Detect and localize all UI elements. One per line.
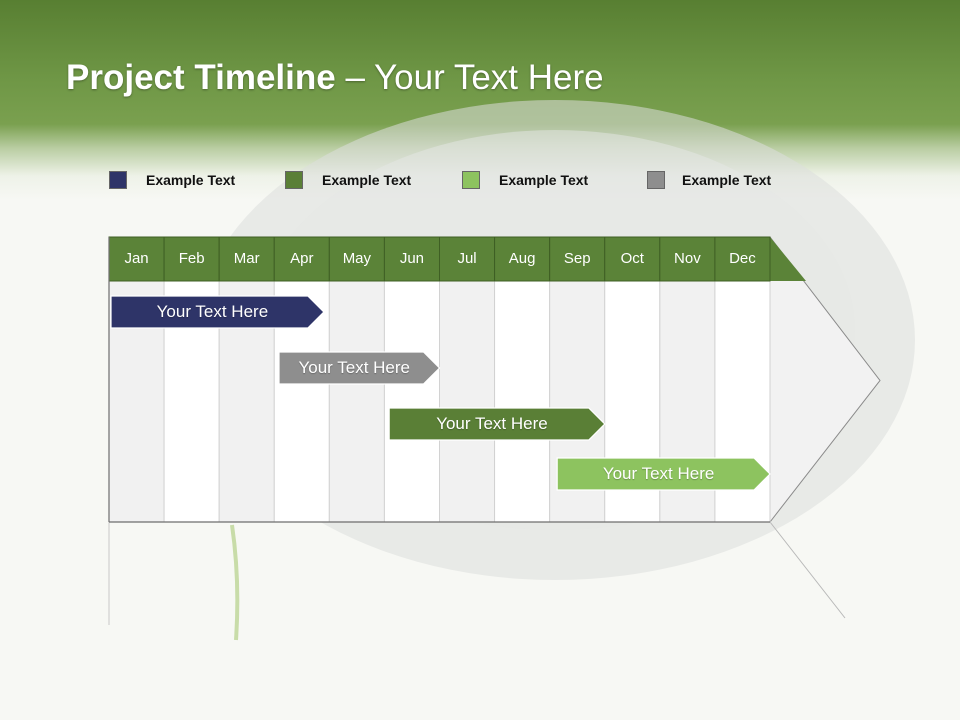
legend-swatch-2 — [285, 171, 303, 189]
timeline-bar-label-3: Your Text Here — [436, 414, 548, 433]
month-label-aug: Aug — [508, 250, 536, 267]
title-bold: Project Timeline — [66, 58, 336, 97]
month-label-jun: Jun — [399, 250, 425, 267]
month-header-cell — [714, 236, 771, 282]
timeline-bar-2 — [278, 351, 441, 385]
legend-swatch-4 — [647, 171, 665, 189]
month-column — [439, 280, 496, 523]
month-label-sep: Sep — [563, 250, 591, 267]
month-column — [494, 280, 551, 523]
month-label-jan: Jan — [124, 250, 149, 267]
month-label-dec: Dec — [729, 250, 756, 267]
background-stem — [230, 524, 240, 641]
legend-label-3: Example Text — [499, 172, 589, 188]
month-column — [328, 280, 385, 523]
timeline-bar-label-2: Your Text Here — [298, 358, 410, 377]
timeline-bar-1 — [110, 295, 325, 329]
month-header-cell — [659, 236, 716, 282]
timeline-bar-label-4: Your Text Here — [602, 464, 715, 483]
month-label-may: May — [342, 250, 372, 267]
month-header-cell — [494, 236, 551, 282]
month-header-cell — [383, 236, 440, 282]
legend-label-4: Example Text — [682, 172, 772, 188]
timeline-bar-3 — [388, 407, 606, 441]
legend-label-2: Example Text — [322, 172, 412, 188]
month-label-mar: Mar — [233, 250, 260, 267]
month-label-apr: Apr — [290, 250, 314, 267]
legend-swatch-1 — [109, 171, 127, 189]
month-header-cell — [218, 236, 275, 282]
legend-label-1: Example Text — [146, 172, 236, 188]
month-header-cell — [328, 236, 385, 282]
month-header-cell — [604, 236, 661, 282]
timeline-bars — [110, 295, 771, 491]
month-label-oct: Oct — [620, 250, 644, 267]
month-header-cell — [549, 236, 606, 282]
month-header-cell — [439, 236, 496, 282]
background-shadow-line — [769, 521, 846, 619]
month-column — [383, 280, 440, 523]
month-label-nov: Nov — [674, 250, 701, 267]
page-title: Project Timeline – Your Text Here — [66, 58, 604, 98]
month-label-feb: Feb — [178, 250, 205, 267]
month-header-cell — [273, 236, 330, 282]
title-rest: – Your Text Here — [335, 58, 604, 97]
timeline-bar-label-1: Your Text Here — [156, 302, 269, 321]
legend-swatch-3 — [462, 171, 480, 189]
month-label-jul: Jul — [457, 250, 477, 267]
timeline-bar-4 — [556, 457, 771, 491]
